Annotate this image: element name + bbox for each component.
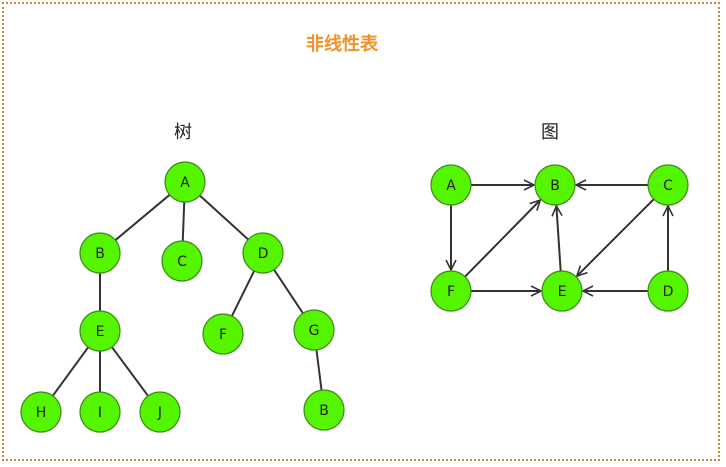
tree-node-d: D xyxy=(242,232,284,274)
tree-edge-d-g xyxy=(273,269,304,314)
tree-node-c-circle xyxy=(161,240,203,282)
graph-node-f: F xyxy=(430,270,472,312)
tree-node-f: F xyxy=(202,313,244,355)
tree-node-e: E xyxy=(79,310,121,352)
tree-node-b2-label: B xyxy=(319,403,329,419)
tree-node-b-label: B xyxy=(95,246,105,262)
dotted-frame xyxy=(2,2,720,461)
graph-node-b: B xyxy=(534,164,576,206)
graph-node-e: E xyxy=(541,270,583,312)
graph-node-c-circle xyxy=(647,164,689,206)
graph-node-b-label: B xyxy=(550,178,560,194)
tree-node-i-circle xyxy=(79,391,121,433)
tree-node-d-circle xyxy=(242,232,284,274)
graph-nodes: A B C F E D xyxy=(430,164,689,312)
graph-node-c: C xyxy=(647,164,689,206)
tree-edge-a-c xyxy=(181,201,186,242)
graph-edge-c-e xyxy=(577,198,655,276)
tree-node-c: C xyxy=(161,240,203,282)
tree-node-g-circle xyxy=(293,309,335,351)
graph-node-d-label: D xyxy=(663,284,674,300)
page-title: 非线性表 xyxy=(306,34,378,55)
graph-node-b-circle xyxy=(534,164,576,206)
tree-edges xyxy=(51,194,323,397)
tree-edge-e-j xyxy=(111,346,149,397)
graph-edges xyxy=(451,185,668,291)
graph-node-f-circle xyxy=(430,270,472,312)
tree-node-f-label: F xyxy=(219,327,227,343)
tree-edge-a-d xyxy=(199,194,249,241)
tree-node-c-label: C xyxy=(177,254,187,270)
graph-edge-f-b xyxy=(464,200,540,278)
graph-node-a: A xyxy=(430,164,472,206)
tree-node-h: H xyxy=(20,391,62,433)
graph-node-f-label: F xyxy=(447,284,455,300)
tree-node-e-circle xyxy=(79,310,121,352)
tree-node-b2: B xyxy=(303,389,345,431)
tree-node-d-label: D xyxy=(258,246,269,262)
tree-node-f-circle xyxy=(202,313,244,355)
graph-node-e-circle xyxy=(541,270,583,312)
graph-node-d: D xyxy=(647,270,689,312)
tree-edge-d-f xyxy=(230,270,256,317)
graph-edge-e-b xyxy=(556,206,560,272)
tree-node-j-label: J xyxy=(157,405,162,421)
tree-node-h-circle xyxy=(20,391,62,433)
tree-node-g: G xyxy=(293,309,335,351)
graph-node-e-label: E xyxy=(558,284,567,300)
graph-node-d-circle xyxy=(647,270,689,312)
tree-node-e-label: E xyxy=(96,324,105,340)
tree-nodes: A B C D E F G H I J B xyxy=(20,161,345,433)
tree-edge-g-b2 xyxy=(315,349,323,391)
tree-node-j-circle xyxy=(139,391,181,433)
tree-node-b2-circle xyxy=(303,389,345,431)
tree-node-b-circle xyxy=(79,232,121,274)
tree-edge-e-h xyxy=(51,346,90,397)
graph-node-a-circle xyxy=(430,164,472,206)
tree-node-a-label: A xyxy=(180,175,190,191)
tree-node-b: B xyxy=(79,232,121,274)
tree-node-a-circle xyxy=(164,161,206,203)
graph-node-c-label: C xyxy=(663,178,673,194)
tree-node-i: I xyxy=(79,391,121,433)
tree-node-a: A xyxy=(164,161,206,203)
tree-node-g-label: G xyxy=(309,323,320,339)
graph-node-a-label: A xyxy=(446,178,456,194)
tree-label: 树 xyxy=(174,122,192,143)
tree-node-h-label: H xyxy=(36,405,47,421)
tree-node-i-label: I xyxy=(98,405,102,421)
tree-node-j: J xyxy=(139,391,181,433)
tree-edge-a-b xyxy=(114,194,171,241)
graph-label: 图 xyxy=(541,122,559,143)
